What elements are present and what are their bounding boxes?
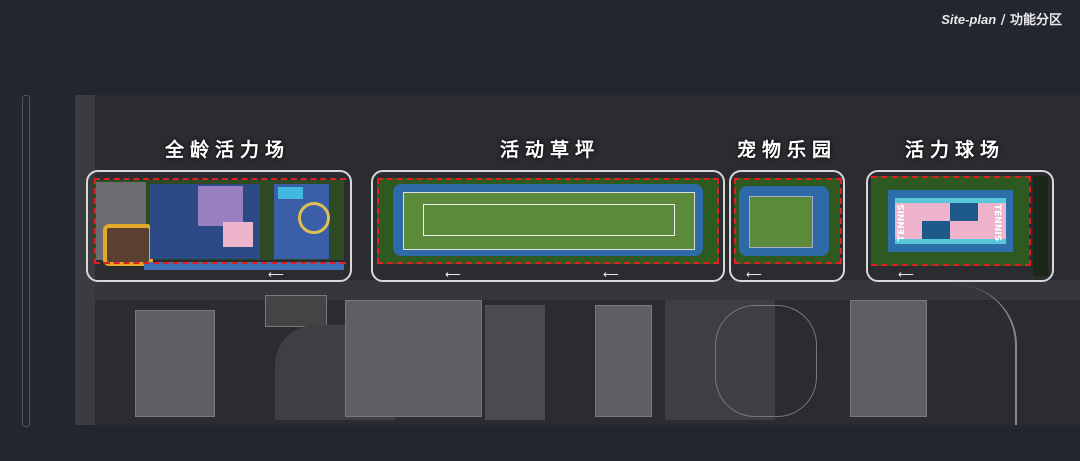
building <box>135 310 215 417</box>
separator: / <box>1000 13 1006 28</box>
building <box>850 300 927 417</box>
building <box>345 300 482 417</box>
lawn <box>403 192 695 250</box>
landscape <box>665 300 775 420</box>
direction-arrow-icon: ⟵ <box>898 268 914 281</box>
zone-activity-lawn[interactable]: ⟵ ⟵ <box>371 170 725 282</box>
landscape <box>485 305 545 420</box>
direction-arrow-icon: ⟵ <box>268 268 284 281</box>
running-track <box>144 262 344 270</box>
zone-label-ball-court: 活力球场 <box>905 139 1006 161</box>
direction-arrow-icon: ⟵ <box>603 268 619 281</box>
direction-arrow-icon: ⟵ <box>746 268 762 281</box>
site-plan-label: Site-plan <box>941 12 997 27</box>
building <box>595 305 652 417</box>
page-header: Site-plan / 功能分区 <box>941 9 1062 28</box>
zone-pet-park[interactable]: ⟵ <box>729 170 845 282</box>
circle-pad <box>298 202 330 234</box>
court-text: TENNIS <box>992 204 1002 242</box>
zone-label-all-ages: 全龄活力场 <box>165 139 291 161</box>
building <box>265 295 327 327</box>
direction-arrow-icon: ⟵ <box>445 268 461 281</box>
lawn-outline <box>423 204 675 236</box>
zone-label-pet-park: 宠物乐园 <box>737 139 838 161</box>
zone-label-lawn: 活动草坪 <box>500 139 601 161</box>
zone-all-ages-activity[interactable]: ⟵ <box>86 170 352 282</box>
pet-play-area <box>749 196 813 248</box>
street <box>75 280 1080 300</box>
zone-ball-court[interactable]: TENNIS TENNIS ⟵ <box>866 170 1054 282</box>
side-road <box>22 95 30 427</box>
garden-path <box>715 305 817 417</box>
road-curve <box>955 285 1017 425</box>
header-subtitle: 功能分区 <box>1009 13 1062 28</box>
